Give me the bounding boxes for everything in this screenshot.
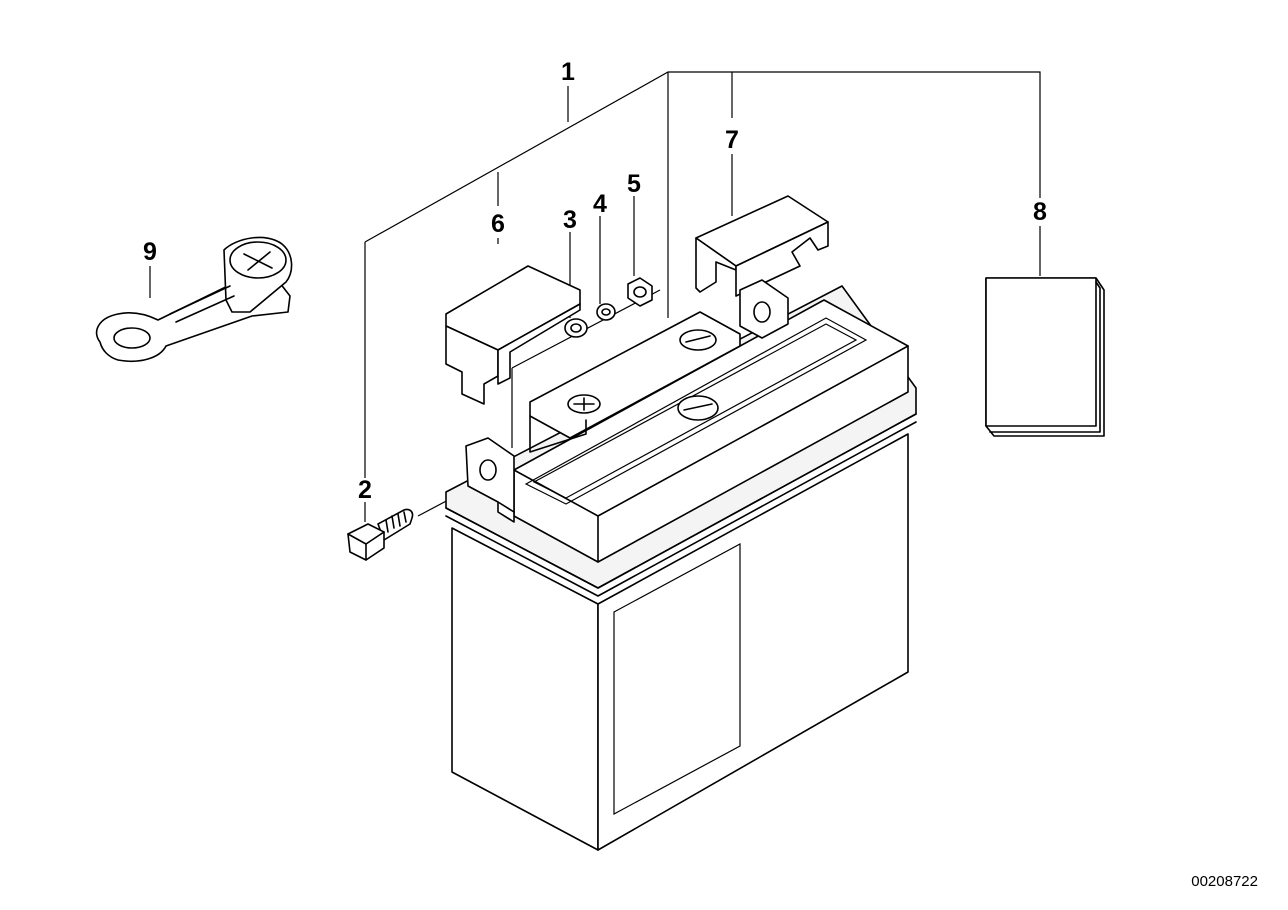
callout-2: 2 xyxy=(358,476,372,504)
part-1-battery xyxy=(445,279,917,851)
callout-7: 7 xyxy=(725,126,739,154)
callout-6: 6 xyxy=(491,210,505,238)
part-8-booklet xyxy=(985,277,1105,437)
diagram-code: 00208722 xyxy=(1191,873,1258,890)
callout-8: 8 xyxy=(1033,198,1047,226)
callout-labels: 1 2 3 4 5 6 7 8 9 xyxy=(143,58,1047,504)
part-7-cover xyxy=(695,195,829,297)
part-5-nut xyxy=(627,277,653,307)
part-3-washer xyxy=(564,318,588,338)
callout-9: 9 xyxy=(143,238,157,266)
part-2-bolt xyxy=(347,508,414,561)
callout-3: 3 xyxy=(563,206,577,234)
part-9-terminal-cap xyxy=(95,236,293,362)
part-4-spring-washer xyxy=(596,303,616,321)
part-6-cover xyxy=(445,265,581,405)
callout-5: 5 xyxy=(627,170,641,198)
callout-1: 1 xyxy=(561,58,575,86)
callout-4: 4 xyxy=(593,190,607,218)
